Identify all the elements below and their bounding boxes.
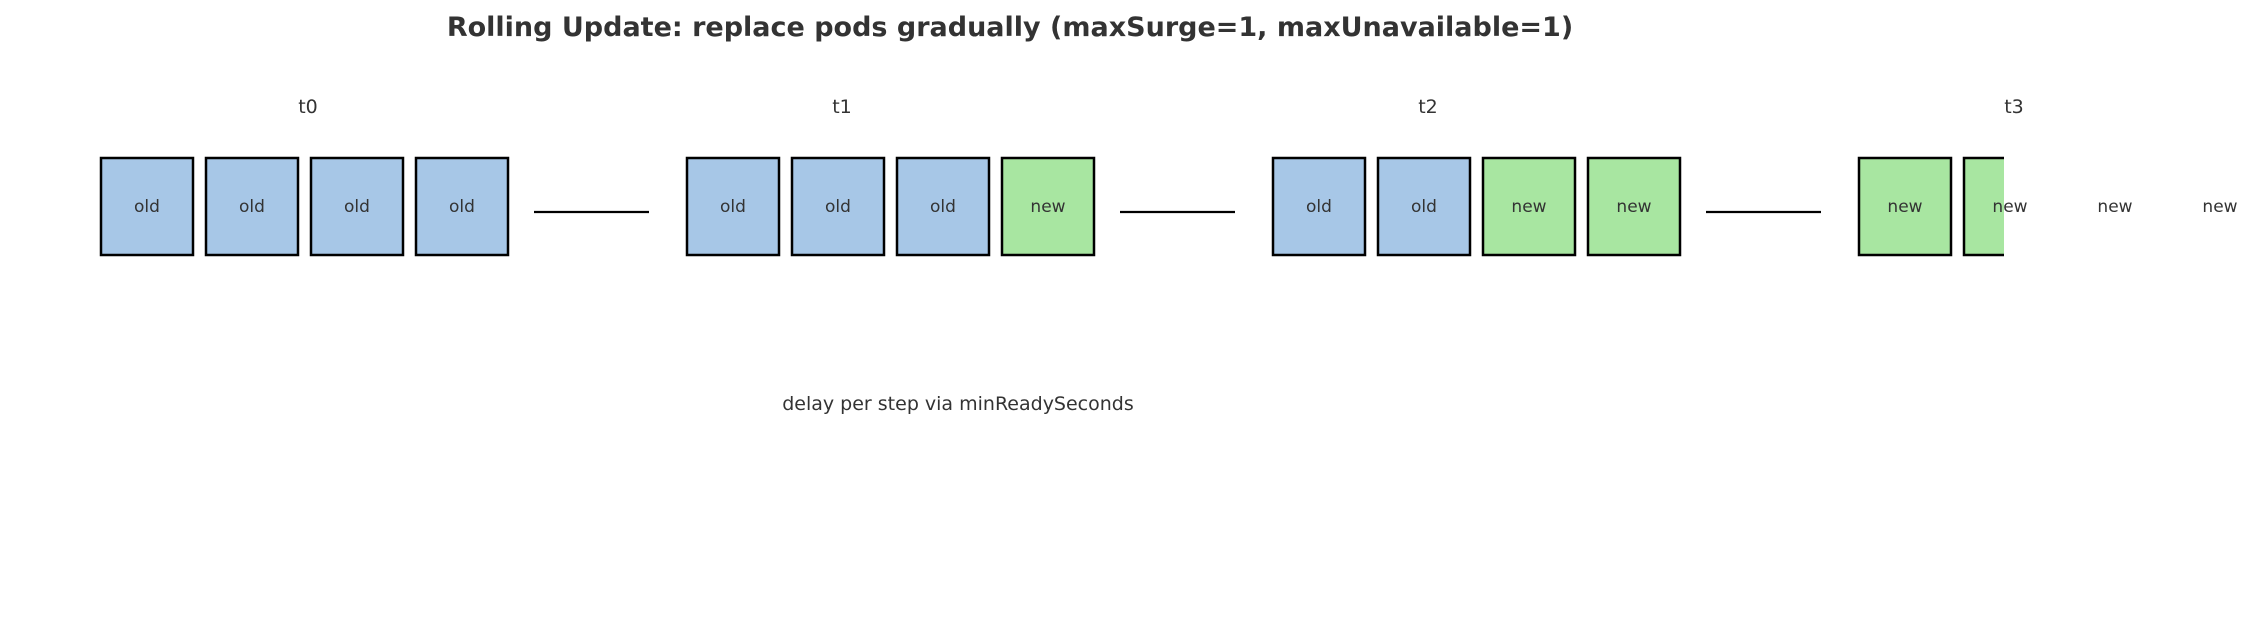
step-label: t0	[298, 96, 318, 118]
old-pod-box	[1271, 156, 1367, 257]
step-group-t1: t1 old old old new	[685, 96, 1235, 257]
step-label: t1	[832, 96, 852, 118]
old-pod-box	[685, 156, 781, 257]
old-pod-box	[1376, 156, 1472, 257]
pod-label: old	[239, 197, 265, 217]
pod-label: old	[825, 197, 851, 217]
delay-note: delay per step via minReadySeconds	[782, 393, 1134, 415]
old-pod-box	[99, 156, 195, 257]
pod-label: new	[1887, 197, 1922, 217]
new-pod-box	[1857, 156, 1953, 257]
new-pod-box	[1481, 156, 1577, 257]
pod-label: old	[1306, 197, 1332, 217]
old-pod-box	[309, 156, 405, 257]
step-label: t3	[2004, 96, 2024, 118]
pod-label: old	[930, 197, 956, 217]
step-group-t0: t0 old old old old	[99, 96, 649, 257]
old-pod-box	[414, 156, 510, 257]
old-pod-box	[895, 156, 991, 257]
pod-label: old	[1411, 197, 1437, 217]
pod-label: new	[1511, 197, 1546, 217]
pod-label: new	[2097, 197, 2132, 217]
steps-layer: t0 old old old old t1 old old old new t2 old old new n…	[99, 96, 2238, 257]
old-pod-box	[204, 156, 300, 257]
step-label: t2	[1418, 96, 1438, 118]
new-pod-box	[1000, 156, 1096, 257]
new-pod-box	[1962, 156, 2004, 257]
pod-label: old	[344, 197, 370, 217]
pod-label: new	[1616, 197, 1651, 217]
pod-label: new	[1030, 197, 1065, 217]
step-group-t2: t2 old old new new	[1271, 96, 1821, 257]
diagram-title: Rolling Update: replace pods gradually (…	[447, 12, 1573, 43]
pod-label: new	[2202, 197, 2237, 217]
pod-label: old	[449, 197, 475, 217]
new-pod-box	[1586, 156, 1682, 257]
old-pod-box	[790, 156, 886, 257]
step-group-t3: t3 new new new new	[1857, 96, 2238, 257]
pod-label: old	[134, 197, 160, 217]
pod-label: new	[1992, 197, 2027, 217]
pod-label: old	[720, 197, 746, 217]
